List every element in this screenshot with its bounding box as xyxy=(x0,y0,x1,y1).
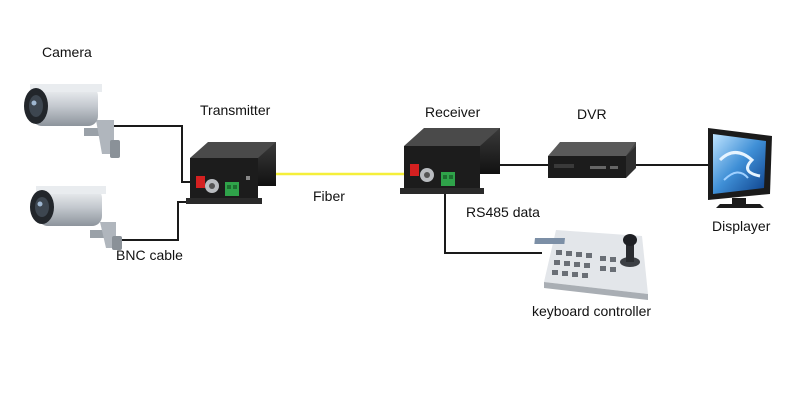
label-receiver: Receiver xyxy=(425,104,481,120)
monitor-icon xyxy=(708,128,772,208)
bnc-cable-bottom xyxy=(112,201,196,241)
ptz-keyboard-icon xyxy=(534,230,648,300)
fiber-receiver-icon xyxy=(400,128,500,194)
label-transmitter: Transmitter xyxy=(200,102,271,118)
cctv-camera-icon xyxy=(30,186,122,250)
label-camera: Camera xyxy=(42,44,92,60)
label-dvr: DVR xyxy=(577,106,607,122)
label-bnc-cable: BNC cable xyxy=(116,247,183,263)
label-rs485-data: RS485 data xyxy=(466,204,540,220)
label-fiber: Fiber xyxy=(313,188,345,204)
label-displayer: Displayer xyxy=(712,218,771,234)
cctv-camera-icon xyxy=(24,84,120,158)
cables xyxy=(112,125,712,254)
rs485-cable xyxy=(444,190,542,254)
dvr-recorder-icon xyxy=(548,142,636,178)
fiber-transmitter-icon xyxy=(186,142,276,204)
bnc-cable-top xyxy=(112,125,192,183)
label-keyboard-controller: keyboard controller xyxy=(532,303,652,319)
